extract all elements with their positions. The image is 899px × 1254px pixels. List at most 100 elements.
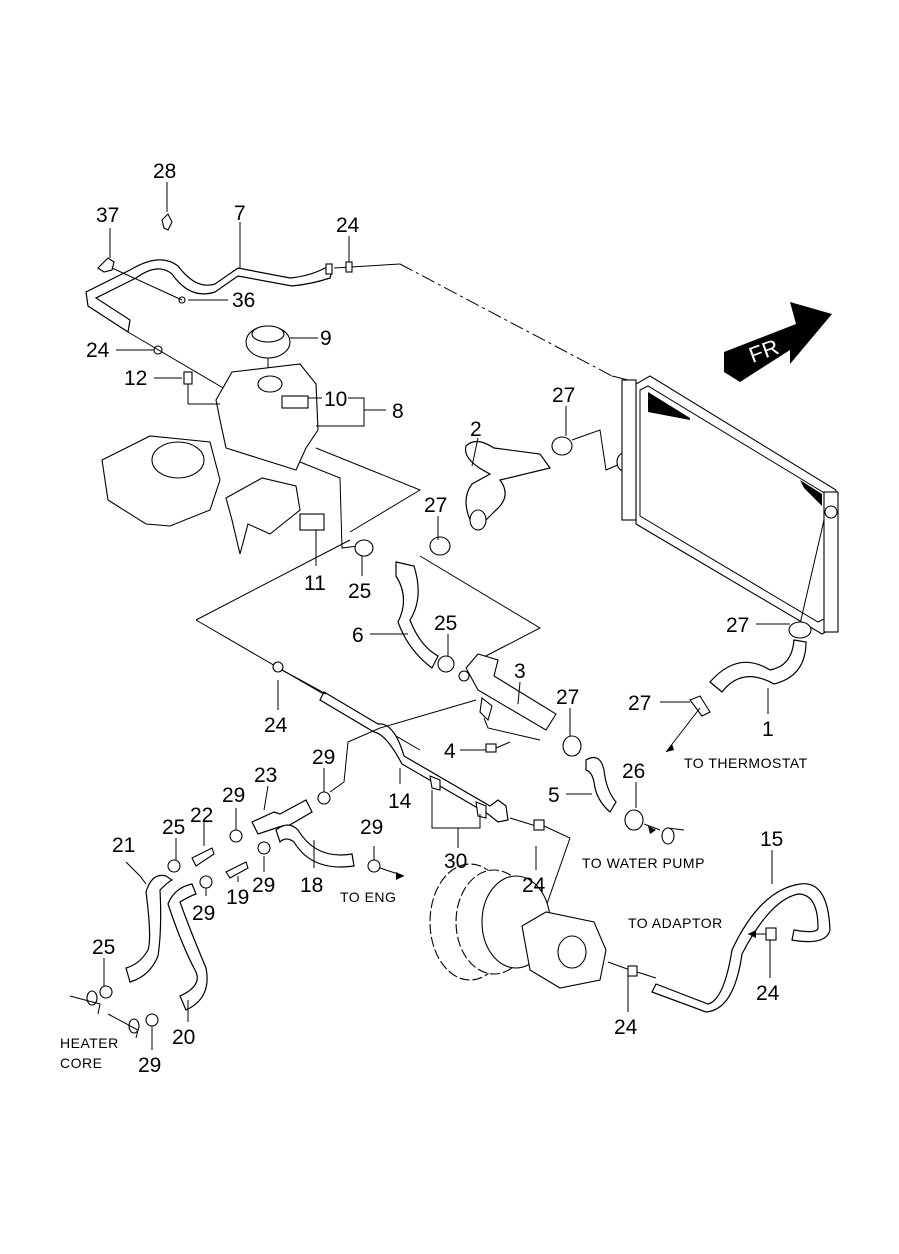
clamp-27 <box>551 436 573 456</box>
callout-25: 25 <box>348 580 371 603</box>
callout-19: 19 <box>226 886 249 909</box>
clip-30 <box>475 801 487 819</box>
clamp-29 <box>199 875 213 889</box>
callout-25: 25 <box>92 936 115 959</box>
hose-5 <box>585 757 617 813</box>
callout-26: 26 <box>622 760 645 783</box>
callout-leaders <box>103 182 790 1050</box>
air-intake-bellows <box>429 863 551 981</box>
clamp-27 <box>562 735 582 757</box>
clamp-29 <box>257 841 271 855</box>
flow-arrows <box>396 744 756 938</box>
clamp-29 <box>145 1013 159 1027</box>
hose-6 <box>395 561 439 669</box>
clip-30 <box>429 775 441 791</box>
heater-core-ports <box>69 990 140 1039</box>
clamp-26 <box>624 809 644 831</box>
callout-30: 30 <box>444 850 467 873</box>
callout-24: 24 <box>86 339 110 362</box>
note-to-adaptor: TO ADAPTOR <box>628 915 723 931</box>
hose-23 <box>251 799 313 835</box>
clamp-24 <box>345 261 353 273</box>
callout-10: 10 <box>324 388 347 411</box>
callout-24: 24 <box>756 982 780 1005</box>
hose-18 <box>275 824 355 868</box>
clamp-27 <box>429 536 451 556</box>
callout-24: 24 <box>614 1016 638 1039</box>
clamp-29 <box>367 859 381 873</box>
callout-25: 25 <box>162 816 185 839</box>
callout-27: 27 <box>726 614 749 637</box>
coolant-reservoir-10 <box>215 363 319 471</box>
callout-20: 20 <box>172 1026 195 1049</box>
callout-6: 6 <box>352 624 364 647</box>
bracket-37 <box>97 257 115 273</box>
coolant-pipe-3 <box>458 653 557 731</box>
callout-37: 37 <box>96 204 119 227</box>
throttle-body <box>521 911 607 989</box>
callout-15: 15 <box>760 828 783 851</box>
callout-2: 2 <box>470 418 482 441</box>
callout-8: 8 <box>392 400 404 423</box>
callout-24: 24 <box>336 214 360 237</box>
callout-5: 5 <box>548 784 560 807</box>
callout-1: 1 <box>762 718 774 741</box>
pipe-19 <box>225 861 249 879</box>
callout-29: 29 <box>252 874 275 897</box>
heater-hose-21 <box>125 874 174 983</box>
clamp-25 <box>354 539 374 557</box>
callout-25: 25 <box>434 612 457 635</box>
bracket-11 <box>225 477 325 555</box>
callout-29: 29 <box>222 784 245 807</box>
pipe-22 <box>191 847 215 867</box>
front-direction-arrow-icon: FR <box>724 302 832 382</box>
callout-29: 29 <box>360 816 383 839</box>
note-heater-core-1: HEATER <box>60 1035 119 1051</box>
pipe-14 <box>319 691 509 823</box>
note-heater-core-2: CORE <box>60 1055 102 1071</box>
clamp-24 <box>627 965 638 977</box>
callout-22: 22 <box>190 804 213 827</box>
callout-27: 27 <box>424 494 447 517</box>
callout-4: 4 <box>444 740 456 763</box>
note-to-eng: TO ENG <box>340 889 396 905</box>
callout-labels: 28 37 7 24 36 24 9 12 10 8 2 27 27 11 25… <box>86 160 783 1077</box>
callout-12: 12 <box>124 367 147 390</box>
clamp-24 <box>272 661 284 673</box>
callout-27: 27 <box>628 692 651 715</box>
clamp-25 <box>437 655 455 673</box>
lower-radiator-hose-1 <box>689 621 812 717</box>
overflow-hose-7 <box>85 259 333 334</box>
clamp-25 <box>99 985 113 999</box>
callout-14: 14 <box>388 790 412 813</box>
callout-29: 29 <box>312 746 335 769</box>
clip-28 <box>161 213 173 231</box>
bolt-4 <box>485 743 497 753</box>
water-pump-inlet <box>661 827 685 845</box>
callout-29: 29 <box>138 1054 161 1077</box>
callout-21: 21 <box>112 834 135 857</box>
clamp-24 <box>533 819 545 831</box>
callout-27: 27 <box>556 686 579 709</box>
callout-27: 27 <box>552 384 575 407</box>
destination-notes: TO THERMOSTAT TO WATER PUMP TO ENG TO AD… <box>60 755 808 1071</box>
callout-24: 24 <box>522 874 546 897</box>
hose-15 <box>651 883 831 1013</box>
callout-7: 7 <box>234 202 246 225</box>
callout-9: 9 <box>320 327 332 350</box>
callout-28: 28 <box>153 160 176 183</box>
clamp-29 <box>229 829 243 843</box>
note-to-thermostat: TO THERMOSTAT <box>684 755 808 771</box>
callout-3: 3 <box>514 660 526 683</box>
callout-23: 23 <box>254 764 277 787</box>
bolt-12 <box>183 371 193 404</box>
callout-29: 29 <box>192 902 215 925</box>
clamp-25 <box>167 859 181 873</box>
fan-shroud <box>101 435 221 527</box>
callout-24: 24 <box>264 714 288 737</box>
heater-hose-20 <box>167 883 208 1011</box>
callout-36: 36 <box>232 289 255 312</box>
reservoir-cap-9 <box>245 325 291 359</box>
clamp-24 <box>765 927 777 941</box>
